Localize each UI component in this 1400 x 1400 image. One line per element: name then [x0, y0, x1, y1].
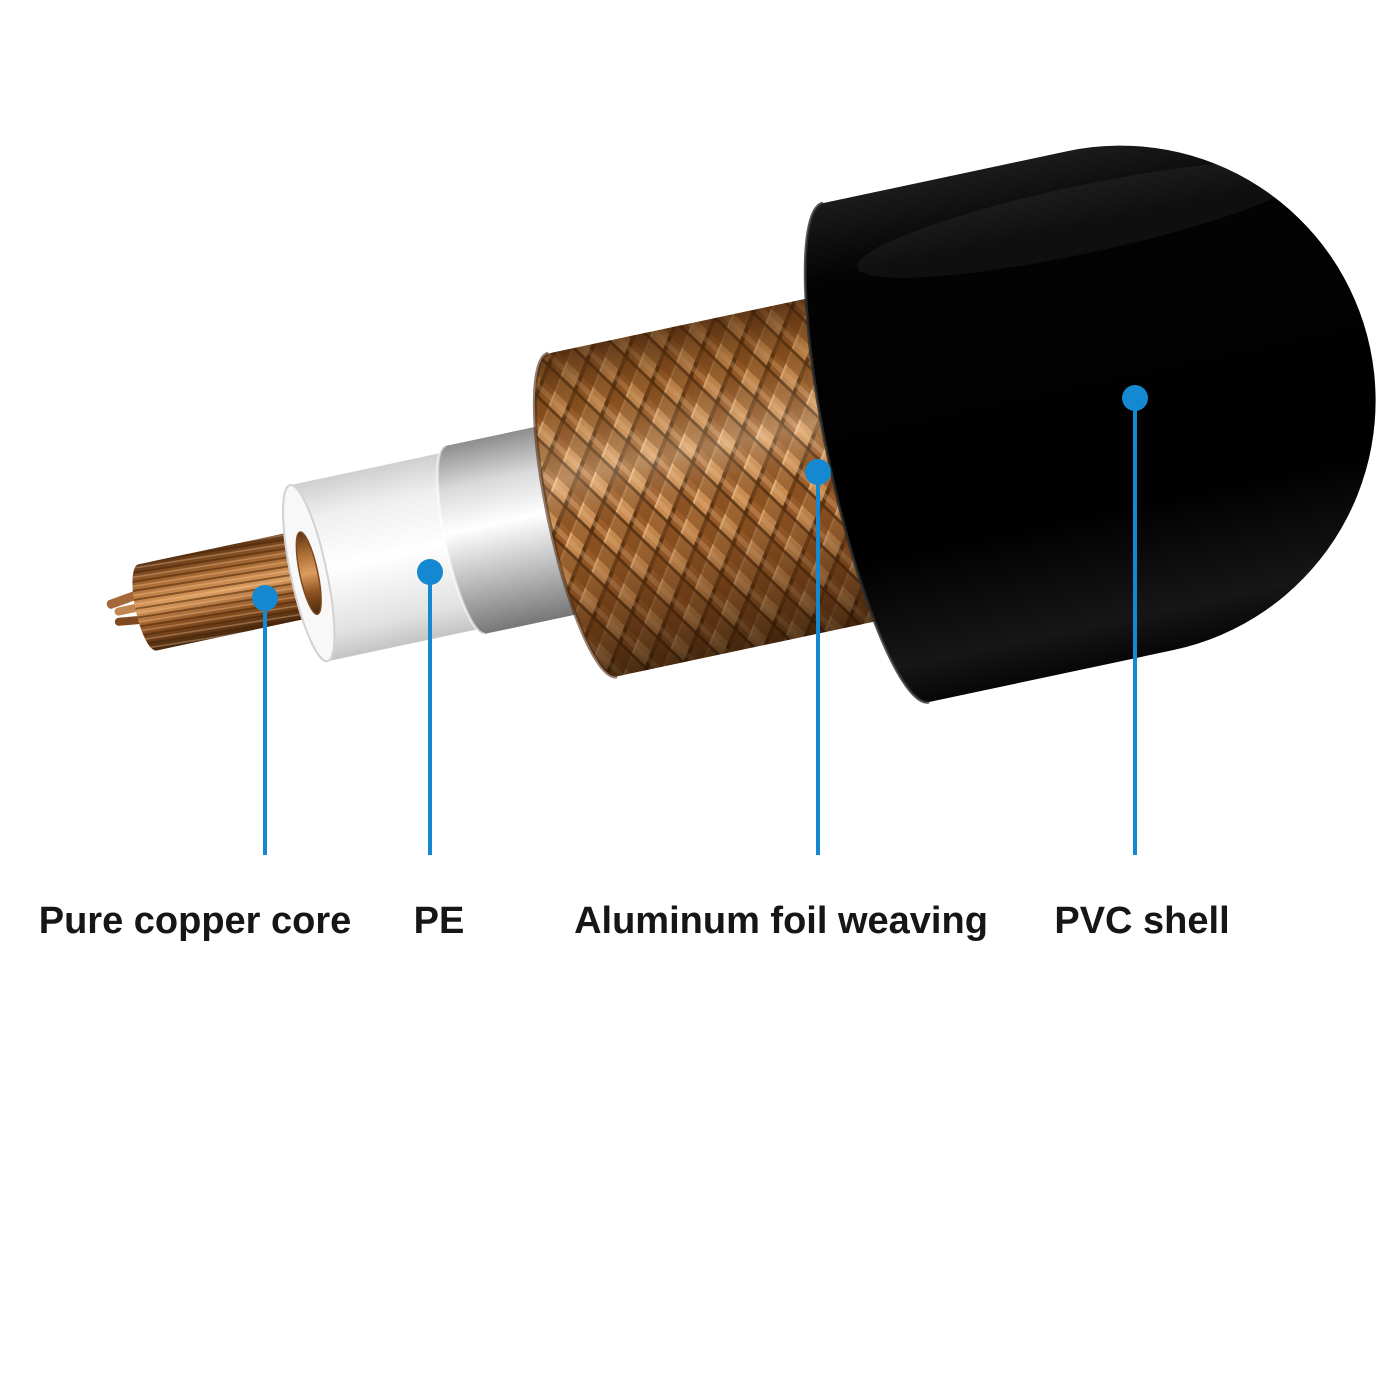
- label-aluminum-foil-weaving: Aluminum foil weaving: [574, 900, 988, 942]
- cable-group: [106, 145, 1376, 704]
- label-pure-copper-core: Pure copper core: [38, 900, 352, 942]
- label-pvc-shell: PVC shell: [1054, 900, 1230, 942]
- callout-line-pe: [428, 572, 432, 855]
- callout-line-pvc-shell: [1133, 398, 1137, 855]
- callout-line-pure-copper-core: [263, 598, 267, 855]
- label-pe: PE: [413, 900, 465, 942]
- pvc-shell-shape: [803, 145, 1376, 704]
- callout-line-aluminum-foil-weaving: [816, 472, 820, 855]
